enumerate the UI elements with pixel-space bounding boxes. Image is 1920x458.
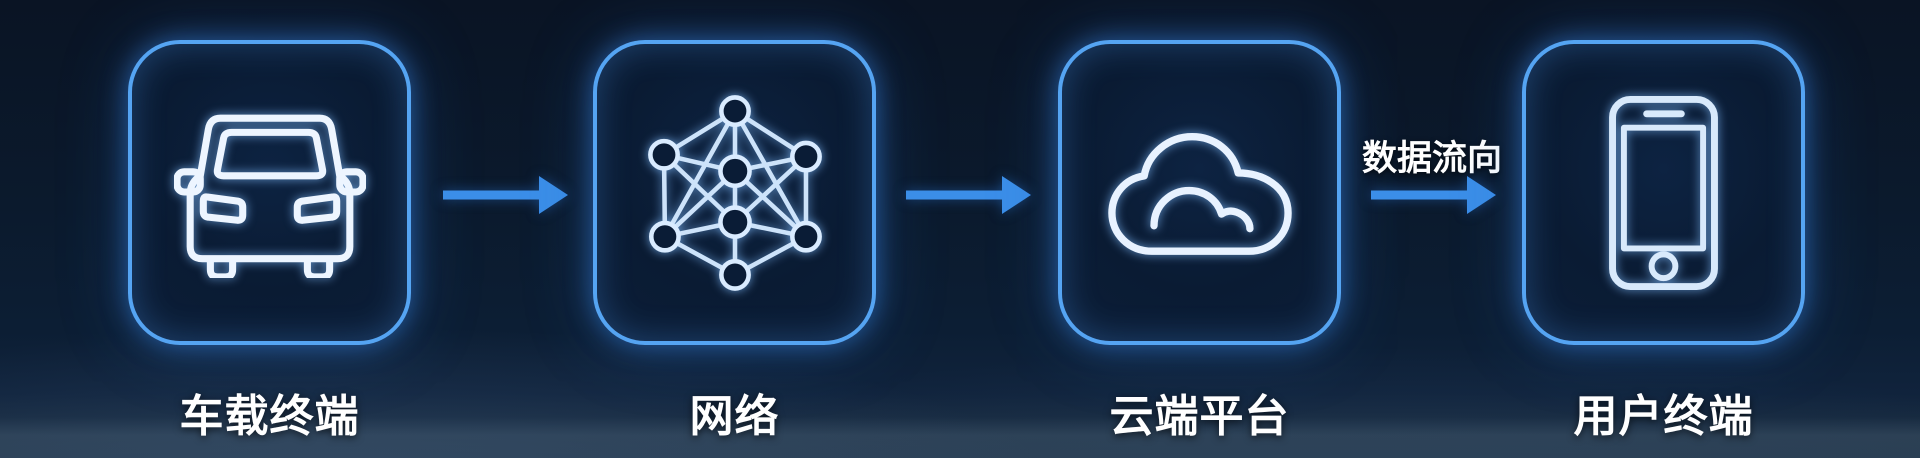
network-mesh-icon: [647, 94, 822, 291]
node-cloud-platform: 云端平台: [1058, 40, 1341, 441]
node-label-user-terminal: 用户终端: [1573, 392, 1754, 441]
node-label-network: 网络: [689, 392, 780, 441]
node-network: 网络: [593, 40, 876, 441]
cloud-icon: [1107, 133, 1292, 255]
node-user-terminal: 用户终端: [1522, 40, 1805, 441]
node-box-vehicle-terminal: [128, 40, 411, 345]
node-label-cloud-platform: 云端平台: [1109, 392, 1290, 441]
flow-arrow-2: [906, 176, 1031, 214]
node-box-cloud-platform: [1058, 40, 1341, 345]
smartphone-icon: [1609, 95, 1718, 290]
data-flow-direction-label: 数据流向: [1361, 139, 1502, 178]
node-box-user-terminal: [1522, 40, 1805, 345]
node-label-vehicle-terminal: 车载终端: [179, 392, 360, 441]
flow-arrow-3: [1371, 176, 1496, 214]
node-box-network: [593, 40, 876, 345]
flow-arrow-1: [443, 176, 568, 214]
node-vehicle-terminal: 车载终端: [128, 40, 411, 441]
car-icon: [173, 114, 366, 278]
